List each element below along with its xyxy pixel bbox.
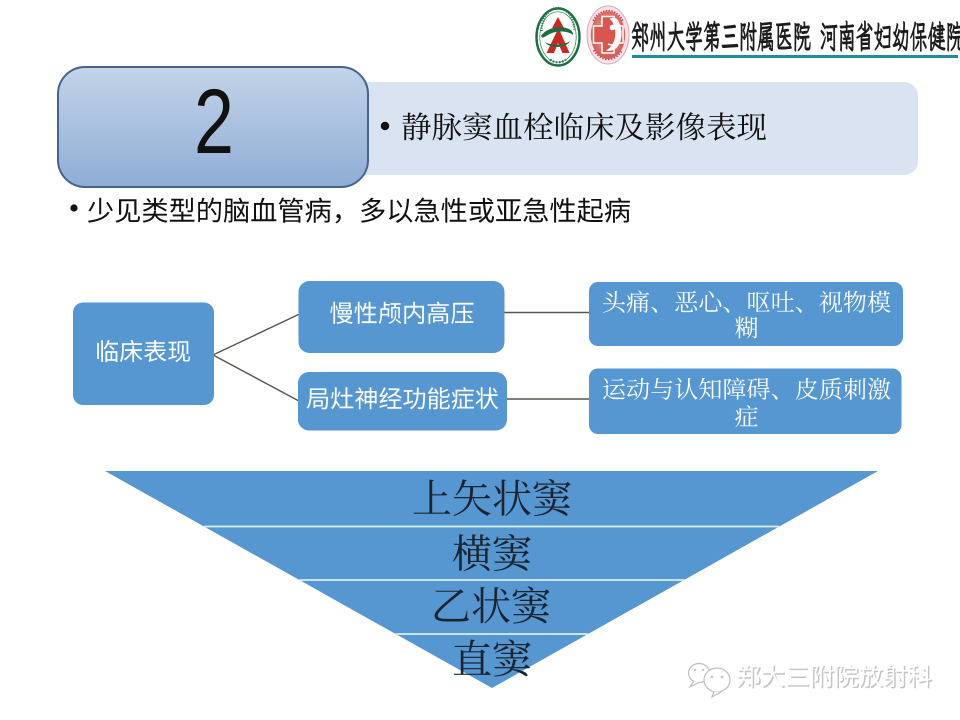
svg-text:2: 2 (194, 70, 234, 173)
